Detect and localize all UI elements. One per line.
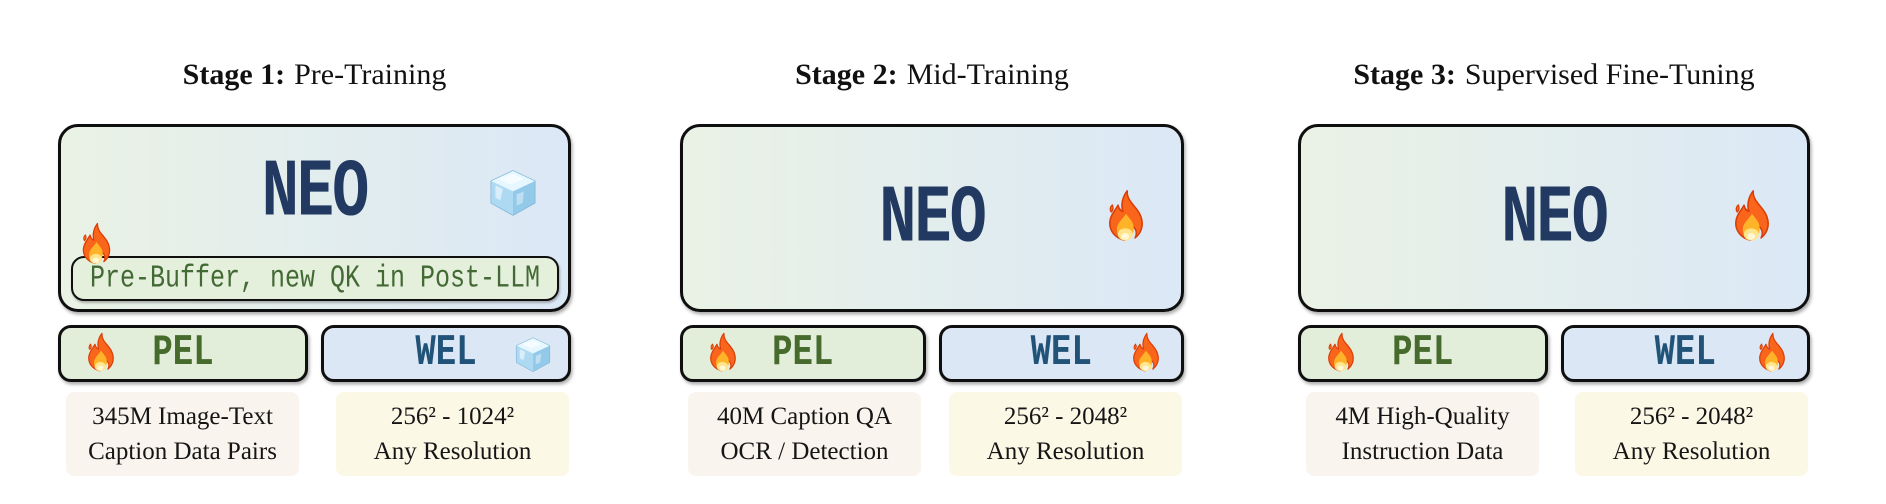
note-line: 256² - 2048²: [1003, 403, 1128, 430]
fire-icon: [73, 222, 120, 269]
stage-2-panel: Stage 2:Mid-Training NEO PEL WEL 40M Cap…: [680, 0, 1184, 504]
pel-box: PEL: [58, 325, 308, 382]
neo-model-box: NEO: [1298, 124, 1810, 312]
note-line: Any Resolution: [373, 438, 532, 465]
stage-3-title: Stage 3:Supervised Fine-Tuning: [1268, 58, 1840, 92]
wel-resolution-note: 256² - 1024² Any Resolution: [336, 392, 569, 476]
stage-2-title-label: Stage 2:: [795, 58, 898, 91]
notes-row: 345M Image-Text Caption Data Pairs 256² …: [66, 392, 569, 476]
note-line: 40M Caption QA: [717, 403, 892, 430]
note-line: Any Resolution: [986, 438, 1145, 465]
fire-icon: [79, 332, 123, 376]
pel-label: PEL: [152, 329, 214, 378]
ice-icon: [484, 163, 542, 221]
fire-icon: [1319, 332, 1363, 376]
pel-data-note: 4M High-Quality Instruction Data: [1306, 392, 1539, 476]
note-line: 345M Image-Text: [92, 403, 273, 430]
stage-1-title: Stage 1:Pre-Training: [28, 58, 601, 92]
stage-3-title-label: Stage 3:: [1353, 58, 1456, 91]
fire-icon: [1124, 332, 1168, 376]
encoder-row: PEL WEL: [1298, 325, 1810, 382]
wel-box: WEL: [1560, 325, 1810, 382]
pel-box: PEL: [1298, 325, 1548, 382]
neo-model-label: NEO: [879, 171, 987, 265]
pre-buffer-box: Pre-Buffer, new QK in Post-LLM: [71, 256, 559, 301]
pel-box: PEL: [680, 325, 926, 382]
neo-model-row: NEO: [683, 127, 1181, 309]
notes-row: 4M High-Quality Instruction Data 256² - …: [1306, 392, 1808, 476]
pel-data-note: 40M Caption QA OCR / Detection: [688, 392, 921, 476]
wel-resolution-note: 256² - 2048² Any Resolution: [949, 392, 1182, 476]
stage-2-title-text: Mid-Training: [906, 58, 1069, 91]
neo-model-box: NEO: [680, 124, 1184, 312]
wel-label: WEL: [1030, 329, 1092, 378]
wel-box: WEL: [938, 325, 1184, 382]
note-line: 4M High-Quality: [1335, 403, 1510, 430]
stage-3-panel: Stage 3:Supervised Fine-Tuning NEO PEL W…: [1298, 0, 1810, 504]
encoder-row: PEL WEL: [680, 325, 1184, 382]
note-line: Caption Data Pairs: [88, 438, 277, 465]
wel-label: WEL: [1654, 329, 1716, 378]
note-line: 256² - 1024²: [390, 403, 515, 430]
stage-1-title-label: Stage 1:: [182, 58, 286, 91]
neo-model-box: NEO Pre-Buffer, new QK in Post-LLM: [58, 124, 571, 312]
note-line: Any Resolution: [1612, 438, 1771, 465]
pel-data-note: 345M Image-Text Caption Data Pairs: [66, 392, 299, 476]
pel-label: PEL: [1392, 329, 1454, 378]
fire-icon: [1097, 189, 1155, 247]
pre-buffer-label: Pre-Buffer, new QK in Post-LLM: [89, 260, 541, 297]
stage-2-title: Stage 2:Mid-Training: [650, 58, 1214, 92]
fire-icon: [1723, 189, 1781, 247]
neo-model-row: NEO: [1301, 127, 1807, 309]
neo-model-row: NEO: [61, 127, 568, 257]
note-line: 256² - 2048²: [1629, 403, 1754, 430]
pel-label: PEL: [772, 329, 834, 378]
ice-icon: [511, 332, 555, 376]
fire-icon: [701, 332, 745, 376]
neo-model-label: NEO: [1501, 171, 1609, 265]
fire-icon: [1750, 332, 1794, 376]
stage-1-panel: Stage 1:Pre-Training NEO Pre-Buffer, new…: [58, 0, 571, 504]
note-line: Instruction Data: [1341, 438, 1504, 465]
encoder-row: PEL WEL: [58, 325, 571, 382]
neo-model-label: NEO: [261, 145, 370, 239]
wel-box: WEL: [321, 325, 571, 382]
note-line: OCR / Detection: [720, 438, 889, 465]
stage-3-title-text: Supervised Fine-Tuning: [1464, 58, 1755, 91]
notes-row: 40M Caption QA OCR / Detection 256² - 20…: [688, 392, 1182, 476]
stage-1-title-text: Pre-Training: [294, 58, 447, 91]
wel-resolution-note: 256² - 2048² Any Resolution: [1575, 392, 1808, 476]
wel-label: WEL: [415, 329, 477, 378]
